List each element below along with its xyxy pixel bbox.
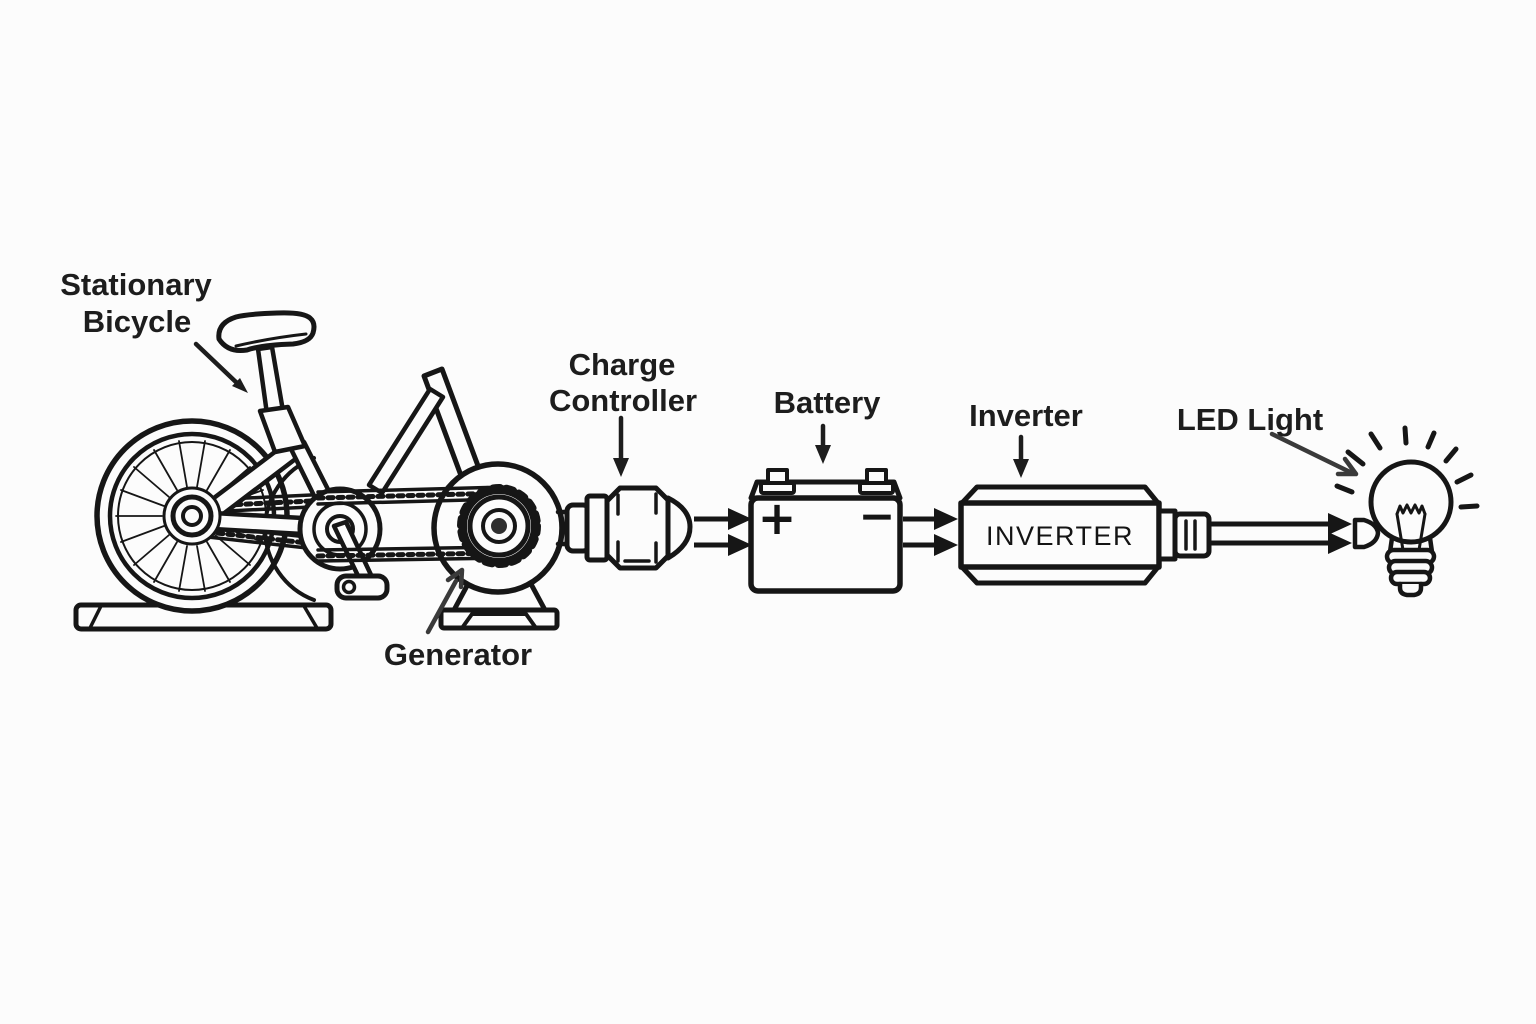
flow-arrowhead: [934, 534, 958, 556]
plug-detail-lines: [1184, 519, 1197, 551]
inverter-output-plug: [1172, 511, 1212, 559]
power-flow-controller-to-battery: [694, 508, 752, 556]
label-arrow-generator: [425, 567, 465, 635]
battery-negative-terminal: [858, 468, 895, 495]
label-arrow-charge-controller: [613, 415, 629, 477]
battery-illustration: + −: [748, 468, 903, 594]
flow-arrowhead: [1328, 532, 1352, 554]
battery-positive-terminal: [759, 468, 796, 495]
controller-cone: [665, 495, 693, 561]
label-charge-controller-line1: Charge: [569, 347, 676, 382]
bulb-filament: [1395, 503, 1427, 552]
led-bulb-illustration: [1334, 425, 1480, 598]
inverter-body-label: INVERTER: [986, 521, 1134, 551]
label-arrow-led-light: [1269, 431, 1359, 477]
label-arrow-battery: [815, 423, 831, 464]
controller-barrel: [604, 485, 671, 571]
label-arrow-inverter: [1013, 434, 1029, 478]
stationary-bicycle-illustration: [73, 310, 487, 632]
inverter-face: [958, 500, 1162, 570]
label-arrows: [193, 341, 1359, 635]
wheel-hub: [162, 486, 222, 546]
light-rays: [1334, 425, 1480, 510]
power-flow-battery-to-inverter: [903, 508, 958, 556]
flow-arrowhead: [728, 534, 752, 556]
flow-arrowhead: [728, 508, 752, 530]
generator-sprocket: [457, 484, 541, 568]
bulb-glass: [1368, 459, 1454, 545]
bulb-screw-base: [1384, 547, 1437, 598]
bulb-socket-nub: [1352, 517, 1381, 550]
generator-illustration: [315, 461, 565, 631]
text-labels: Stationary Bicycle Charge Controller Bat…: [60, 267, 1323, 672]
flow-arrowhead: [1328, 513, 1352, 535]
bike-seat: [216, 310, 317, 353]
power-flow-inverter-to-led: [1209, 513, 1352, 554]
battery-case: [748, 495, 903, 594]
inverter-illustration: INVERTER: [958, 484, 1212, 586]
label-charge-controller-line2: Controller: [549, 383, 697, 418]
label-arrow-stationary-bicycle: [193, 341, 248, 393]
rear-support-post: [366, 366, 487, 496]
charge-controller-illustration: [555, 485, 693, 571]
label-generator: Generator: [384, 637, 532, 672]
controller-detail-lines: [616, 492, 658, 564]
battery-positive-marking: +: [758, 491, 797, 545]
label-led-light: LED Light: [1177, 402, 1323, 437]
label-stationary-bicycle-line1: Stationary: [60, 267, 212, 302]
battery-negative-marking: −: [859, 491, 896, 542]
label-battery: Battery: [774, 385, 882, 420]
label-inverter: Inverter: [969, 398, 1083, 433]
label-stationary-bicycle-line2: Bicycle: [83, 304, 192, 339]
controller-flange: [584, 493, 610, 563]
flow-arrowhead: [934, 508, 958, 530]
